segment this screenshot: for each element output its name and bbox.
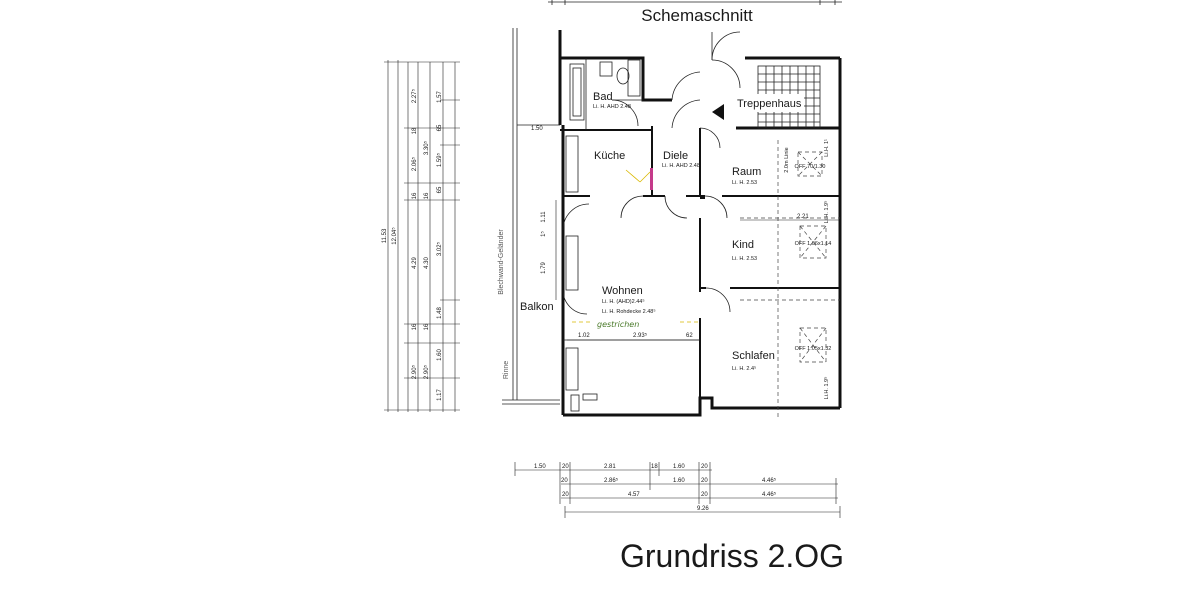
dim-col3: 4.29 — [412, 257, 418, 269]
railing-label: Blechwand-Geländer — [498, 229, 505, 295]
dim-col5: 1.59⁵ — [436, 152, 443, 167]
dim-col4: 16 — [424, 323, 430, 330]
dim-bottom-row1: 2.81 — [604, 464, 616, 470]
bathroom-fixtures — [569, 59, 641, 121]
room-wohnen-name: Wohnen — [602, 285, 643, 297]
slope-line-label: 2.0m Linie — [784, 147, 790, 172]
dim-inner: 1.11 — [541, 211, 547, 223]
room-bad-height: Li. H. AHD 2.48 — [593, 104, 631, 110]
room-wohnen-height-1: Li. H. (AHD)2.44⁵ — [602, 298, 645, 305]
skylight-label: OFF 1.06x1.14 — [795, 241, 832, 247]
dim-outer-1: 11.53 — [382, 228, 388, 243]
room-diele-height: Li. H. AHD 2.48 — [662, 163, 700, 169]
clear-height-label: Li.H. 1.9⁵ — [823, 377, 830, 400]
room-balkon-name: Balkon — [520, 301, 554, 313]
dim-bottom-row2: 20 — [701, 478, 708, 484]
kitchen-counter-icon — [565, 135, 579, 193]
dim-bottom-row1: 20 — [562, 464, 569, 470]
room-wohnen-height-2: Li. H. Rohdecke 2.48⁵ — [602, 308, 656, 315]
room-labels: Bad Li. H. AHD 2.48 Küche Diele Li. H. A… — [593, 91, 775, 372]
skylight-label: OFF 70/1.30 — [795, 164, 826, 170]
staircase: Treppenhaus — [712, 65, 821, 129]
dim-bottom-row1: 18 — [651, 464, 658, 470]
radiator-icon — [565, 347, 579, 391]
room-treppenhaus-name: Treppenhaus — [737, 98, 802, 110]
dim-inner: 1.79 — [541, 262, 547, 274]
clear-height-label: Li.H. 1¹ — [824, 139, 830, 157]
dim-col3: 2.90⁵ — [411, 364, 418, 379]
dim-bottom-row1: 1.60 — [673, 464, 685, 470]
dim-col3: 16 — [412, 323, 418, 330]
doors — [562, 31, 741, 315]
handwritten-note: gestrichen — [597, 320, 639, 329]
kitchen-fixtures — [565, 135, 598, 412]
room-kueche-name: Küche — [594, 150, 625, 162]
sink-icon — [599, 61, 613, 77]
dim-col4: 4.30 — [424, 257, 430, 269]
dim-bottom-row2: 20 — [561, 478, 568, 484]
dim-bottom-row3: 4.46⁵ — [762, 491, 777, 498]
dim-bottom-row3: 20 — [562, 492, 569, 498]
radiator-icon — [565, 235, 579, 291]
dim-col5: 1.48 — [437, 307, 443, 319]
gutter-label: Rinne — [503, 361, 510, 379]
dim-col3: 16 — [412, 192, 418, 199]
room-kind-height: Li. H. 2.53 — [732, 256, 757, 262]
toilet-icon — [616, 67, 630, 85]
dim-kind-width: 2.21 — [797, 214, 809, 220]
dim-wohnen: 2.93⁵ — [633, 332, 648, 339]
dim-col5: 1.57 — [437, 91, 443, 103]
dim-wohnen: 1.02 — [578, 333, 590, 339]
room-diele-name: Diele — [663, 150, 688, 162]
dim-outer-2: 12.04⁵ — [391, 227, 398, 245]
dim-bottom-row3: 4.57 — [628, 492, 640, 498]
dim-col5: 65 — [437, 186, 443, 193]
dim-inner: 1⁵ — [540, 231, 547, 237]
room-schlafen-name: Schlafen — [732, 350, 775, 362]
inner-dimensions: 1.02 2.93⁵ 62 2.21 1.11 1⁵ 1.79 — [540, 200, 840, 341]
dimension-chain-bottom: 1.50 20 2.81 18 1.60 20 20 2.86⁵ 1.60 20… — [514, 462, 841, 518]
dimension-chain-left: 11.53 12.04⁵ 2.27⁵ 18 2.06⁵ 16 4.29 16 2… — [382, 60, 460, 412]
dim-col5: 1.17 — [437, 389, 443, 401]
section-indicator: Schemaschnitt — [548, 0, 842, 25]
dim-bottom-row2: 4.46⁵ — [762, 477, 777, 484]
dim-col5: 3.02⁵ — [436, 241, 443, 256]
dim-balkon-width: 1.50 — [531, 126, 543, 132]
dim-col4: 2.90⁵ — [423, 364, 430, 379]
skylight-label: OFF 1.05x1.32 — [795, 346, 832, 352]
dim-bottom-row1: 20 — [701, 464, 708, 470]
room-raum-height: Li. H. 2.53 — [732, 180, 757, 186]
dim-col5: 65 — [437, 124, 443, 131]
exterior-walls — [558, 30, 842, 417]
dim-col4: 3.30⁵ — [423, 140, 430, 155]
dim-bottom-total: 9.26 — [697, 506, 709, 512]
dim-col5: 1.60 — [437, 349, 443, 361]
plan-title: Grundriss 2.OG — [620, 538, 844, 574]
slope-lines: 2.0m Linie — [572, 140, 840, 420]
door-marker — [650, 168, 653, 190]
arrow-icon — [712, 104, 724, 120]
room-bad-name: Bad — [593, 91, 613, 103]
room-raum-name: Raum — [732, 166, 761, 178]
dim-wohnen: 62 — [686, 333, 693, 339]
clear-height-label: Li.H. 1.9⁵ — [823, 201, 830, 224]
room-kind-name: Kind — [732, 239, 754, 251]
room-schlafen-height: Li. H. 2.4⁵ — [732, 365, 756, 372]
dim-bottom-row2: 1.60 — [673, 478, 685, 484]
section-title: Schemaschnitt — [641, 6, 753, 25]
dim-col3: 2.06⁵ — [411, 156, 418, 171]
balcony: 1.50 Blechwand-Geländer Rinne Balkon — [498, 28, 560, 405]
bathtub-icon — [569, 63, 585, 121]
dim-bottom-row1: 1.50 — [534, 464, 546, 470]
dim-col3: 18 — [412, 127, 418, 134]
dim-bottom-row3: 20 — [701, 492, 708, 498]
skylights: OFF 70/1.30 OFF 1.06x1.14 OFF 1.05x1.32 … — [795, 139, 832, 399]
dim-col4: 16 — [424, 192, 430, 199]
dim-col3: 2.27⁵ — [411, 88, 418, 103]
dim-bottom-row2: 2.86⁵ — [604, 477, 619, 484]
